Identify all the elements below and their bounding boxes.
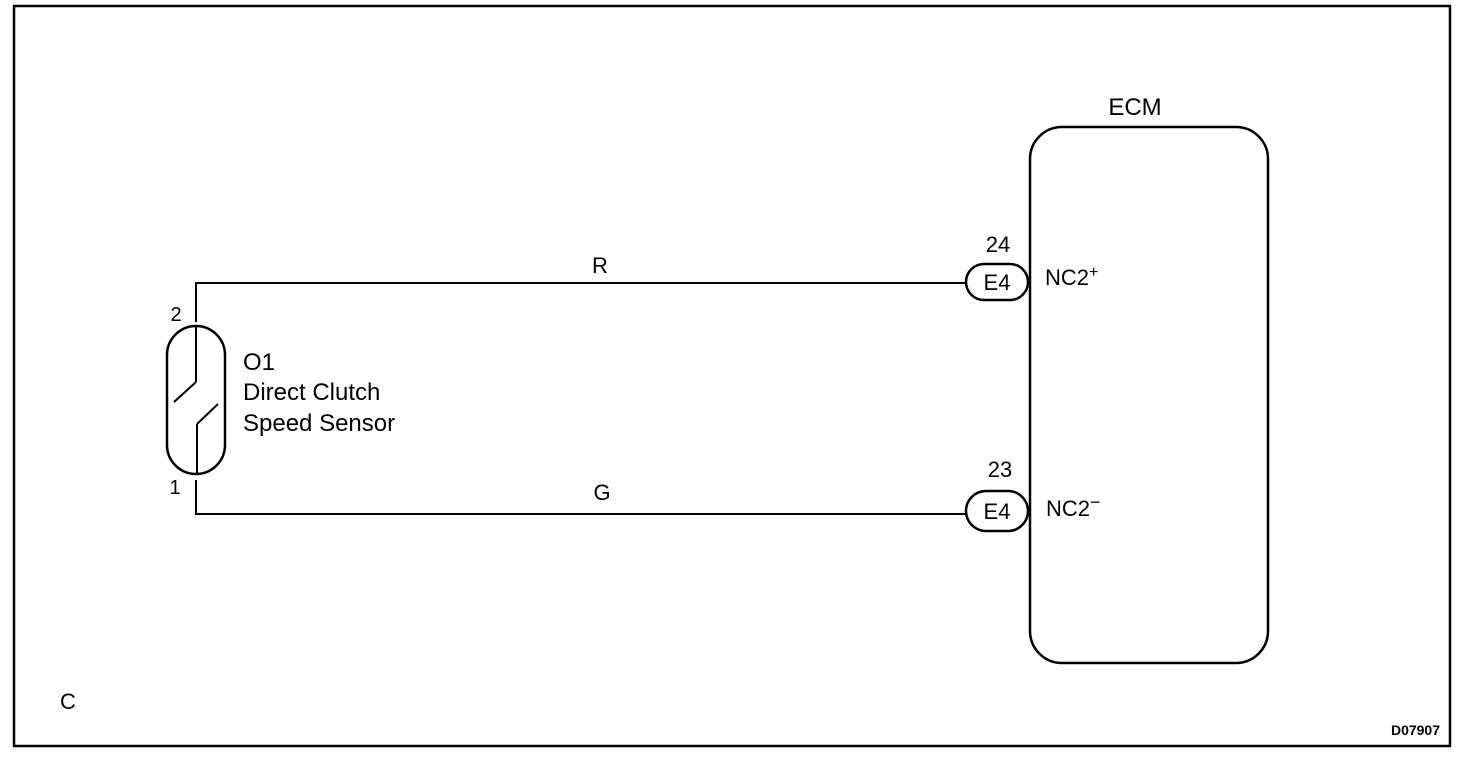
sensor-pin-bottom: 1 bbox=[169, 477, 180, 499]
signal-nc2-minus-base: NC2 bbox=[1046, 496, 1090, 521]
diagram-frame bbox=[12, 4, 1452, 748]
sensor-switch-symbol bbox=[173, 326, 219, 474]
signal-nc2-minus: NC2− bbox=[1046, 492, 1101, 521]
ecm-pin-24: 24 bbox=[986, 232, 1010, 257]
connector-e4-top bbox=[964, 262, 1030, 302]
sensor-name-line1: Direct Clutch bbox=[243, 379, 380, 406]
wire-green-label: G bbox=[593, 480, 610, 505]
signal-nc2-plus-base: NC2 bbox=[1045, 265, 1089, 290]
wire-red bbox=[195, 282, 968, 322]
sensor-pin-top: 2 bbox=[170, 304, 181, 326]
wire-red-label: R bbox=[592, 253, 608, 278]
corner-label: C bbox=[60, 689, 76, 714]
ecm-pin-23: 23 bbox=[988, 457, 1012, 482]
ecm-box bbox=[1028, 125, 1270, 665]
signal-nc2-plus-sign: + bbox=[1089, 264, 1098, 281]
connector-e4-bottom bbox=[964, 489, 1030, 533]
signal-nc2-plus: NC2+ bbox=[1045, 264, 1098, 290]
connector-e4-bottom-label: E4 bbox=[984, 499, 1011, 524]
figure-id: D07907 bbox=[1391, 722, 1440, 738]
sensor-name-line2: Speed Sensor bbox=[243, 410, 395, 437]
signal-nc2-minus-sign: − bbox=[1090, 492, 1101, 512]
wire-green bbox=[195, 480, 968, 515]
sensor-code: O1 bbox=[243, 349, 275, 376]
ecm-title: ECM bbox=[1108, 94, 1161, 121]
connector-e4-top-label: E4 bbox=[984, 270, 1011, 295]
